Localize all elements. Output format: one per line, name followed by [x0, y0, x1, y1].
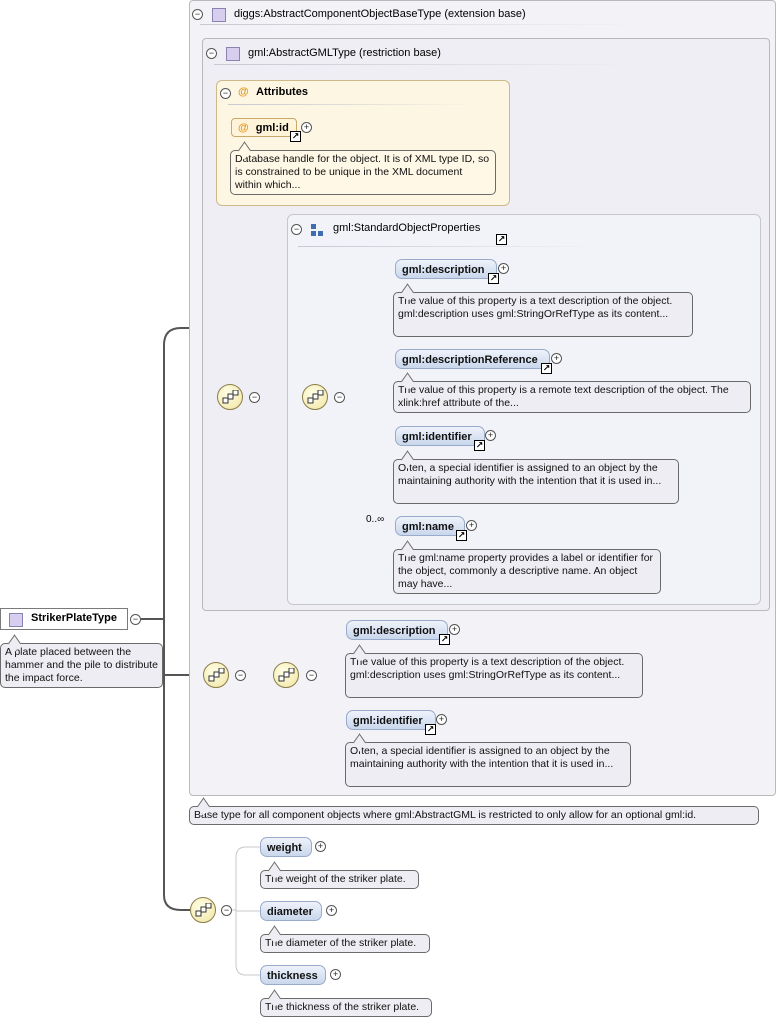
element-expand-icon[interactable]: +: [330, 969, 341, 980]
sequence-compositor-icon[interactable]: [203, 662, 229, 688]
element-expand-icon[interactable]: +: [485, 430, 496, 441]
element-thickness[interactable]: thickness: [260, 965, 326, 985]
sequence-compositor-icon[interactable]: [302, 384, 328, 410]
element-weight-doc: The weight of the striker plate.: [260, 870, 419, 889]
standard-object-properties-ref-icon[interactable]: ↗: [496, 234, 507, 245]
element-diameter-doc: The diameter of the striker plate.: [260, 934, 430, 953]
element-ref-icon[interactable]: ↗: [474, 440, 485, 451]
root-type-icon: [9, 613, 23, 627]
element-gml-identifier[interactable]: gml:identifier: [346, 710, 436, 730]
gml-name-cardinality: 0..∞: [366, 514, 385, 525]
element-expand-icon[interactable]: +: [498, 263, 509, 274]
element-gml-description-doc: The value of this property is a text des…: [345, 653, 643, 698]
attribute-gml-id-doc: Database handle for the object. It is of…: [230, 150, 496, 195]
group-icon: [311, 224, 323, 236]
element-gml-description[interactable]: gml:description: [346, 620, 448, 640]
element-gml-identifier-doc: Often, a special identifier is assigned …: [345, 742, 631, 787]
element-ref-icon[interactable]: ↗: [439, 634, 450, 645]
element-diameter[interactable]: diameter: [260, 901, 322, 921]
element-gml-name-doc: The gml:name property provides a label o…: [393, 549, 661, 594]
extension-base-doc: Base type for all component objects wher…: [189, 806, 759, 825]
element-expand-icon[interactable]: +: [326, 905, 337, 916]
root-doc: A plate placed between the hammer and th…: [0, 643, 163, 688]
restriction-base-header: gml:AbstractGMLType (restriction base): [248, 47, 441, 59]
element-expand-icon[interactable]: +: [551, 353, 562, 364]
attributes-header-rule: [228, 104, 478, 105]
element-ref-icon[interactable]: ↗: [488, 273, 499, 284]
standard-object-properties-header-rule: [298, 246, 598, 247]
sequence-collapse-icon[interactable]: −: [221, 905, 232, 916]
element-gml-description-reference-doc: The value of this property is a remote t…: [393, 381, 751, 413]
sequence-compositor-icon[interactable]: [273, 662, 299, 688]
element-gml-description-doc: The value of this property is a text des…: [393, 292, 693, 337]
root-collapse-icon[interactable]: −: [130, 614, 141, 625]
extension-base-header: diggs:AbstractComponentObjectBaseType (e…: [234, 8, 526, 20]
element-gml-name[interactable]: gml:name: [395, 516, 465, 536]
restriction-base-header-rule: [214, 64, 634, 65]
element-ref-icon[interactable]: ↗: [456, 530, 467, 541]
sequence-collapse-icon[interactable]: −: [235, 670, 246, 681]
root-type-name: StrikerPlateType: [31, 612, 118, 624]
extension-base-collapse-icon[interactable]: −: [192, 9, 203, 20]
root-type-box[interactable]: StrikerPlateType: [0, 608, 128, 630]
element-weight[interactable]: weight: [260, 837, 312, 857]
attributes-header: Attributes: [256, 86, 308, 98]
element-gml-identifier-doc: Often, a special identifier is assigned …: [393, 459, 679, 504]
sequence-collapse-icon[interactable]: −: [249, 392, 260, 403]
attribute-at-icon: @: [238, 122, 249, 134]
sequence-collapse-icon[interactable]: −: [306, 670, 317, 681]
attribute-gml-id-expand-icon[interactable]: +: [301, 122, 312, 133]
extension-base-header-rule: [200, 24, 640, 25]
attribute-gml-id-ref-icon[interactable]: ↗: [290, 131, 301, 142]
element-gml-description[interactable]: gml:description: [395, 259, 497, 279]
element-expand-icon[interactable]: +: [449, 624, 460, 635]
standard-object-properties-collapse-icon[interactable]: −: [291, 224, 302, 235]
attributes-at-icon: @: [238, 86, 249, 98]
sequence-collapse-icon[interactable]: −: [334, 392, 345, 403]
attributes-collapse-icon[interactable]: −: [220, 88, 231, 99]
element-ref-icon[interactable]: ↗: [425, 724, 436, 735]
element-gml-description-reference[interactable]: gml:descriptionReference: [395, 349, 550, 369]
attribute-gml-id[interactable]: @ gml:id: [231, 118, 297, 137]
element-gml-identifier[interactable]: gml:identifier: [395, 426, 485, 446]
element-ref-icon[interactable]: ↗: [541, 363, 552, 374]
standard-object-properties-header: gml:StandardObjectProperties: [333, 222, 481, 234]
sequence-compositor-icon[interactable]: [190, 897, 216, 923]
restriction-base-collapse-icon[interactable]: −: [206, 48, 217, 59]
sequence-compositor-icon[interactable]: [217, 384, 243, 410]
restriction-base-type-icon: [226, 47, 240, 61]
element-expand-icon[interactable]: +: [436, 714, 447, 725]
extension-base-type-icon: [212, 8, 226, 22]
element-expand-icon[interactable]: +: [466, 520, 477, 531]
element-expand-icon[interactable]: +: [315, 841, 326, 852]
element-thickness-doc: The thickness of the striker plate.: [260, 998, 432, 1017]
attribute-gml-id-label: gml:id: [255, 122, 289, 134]
